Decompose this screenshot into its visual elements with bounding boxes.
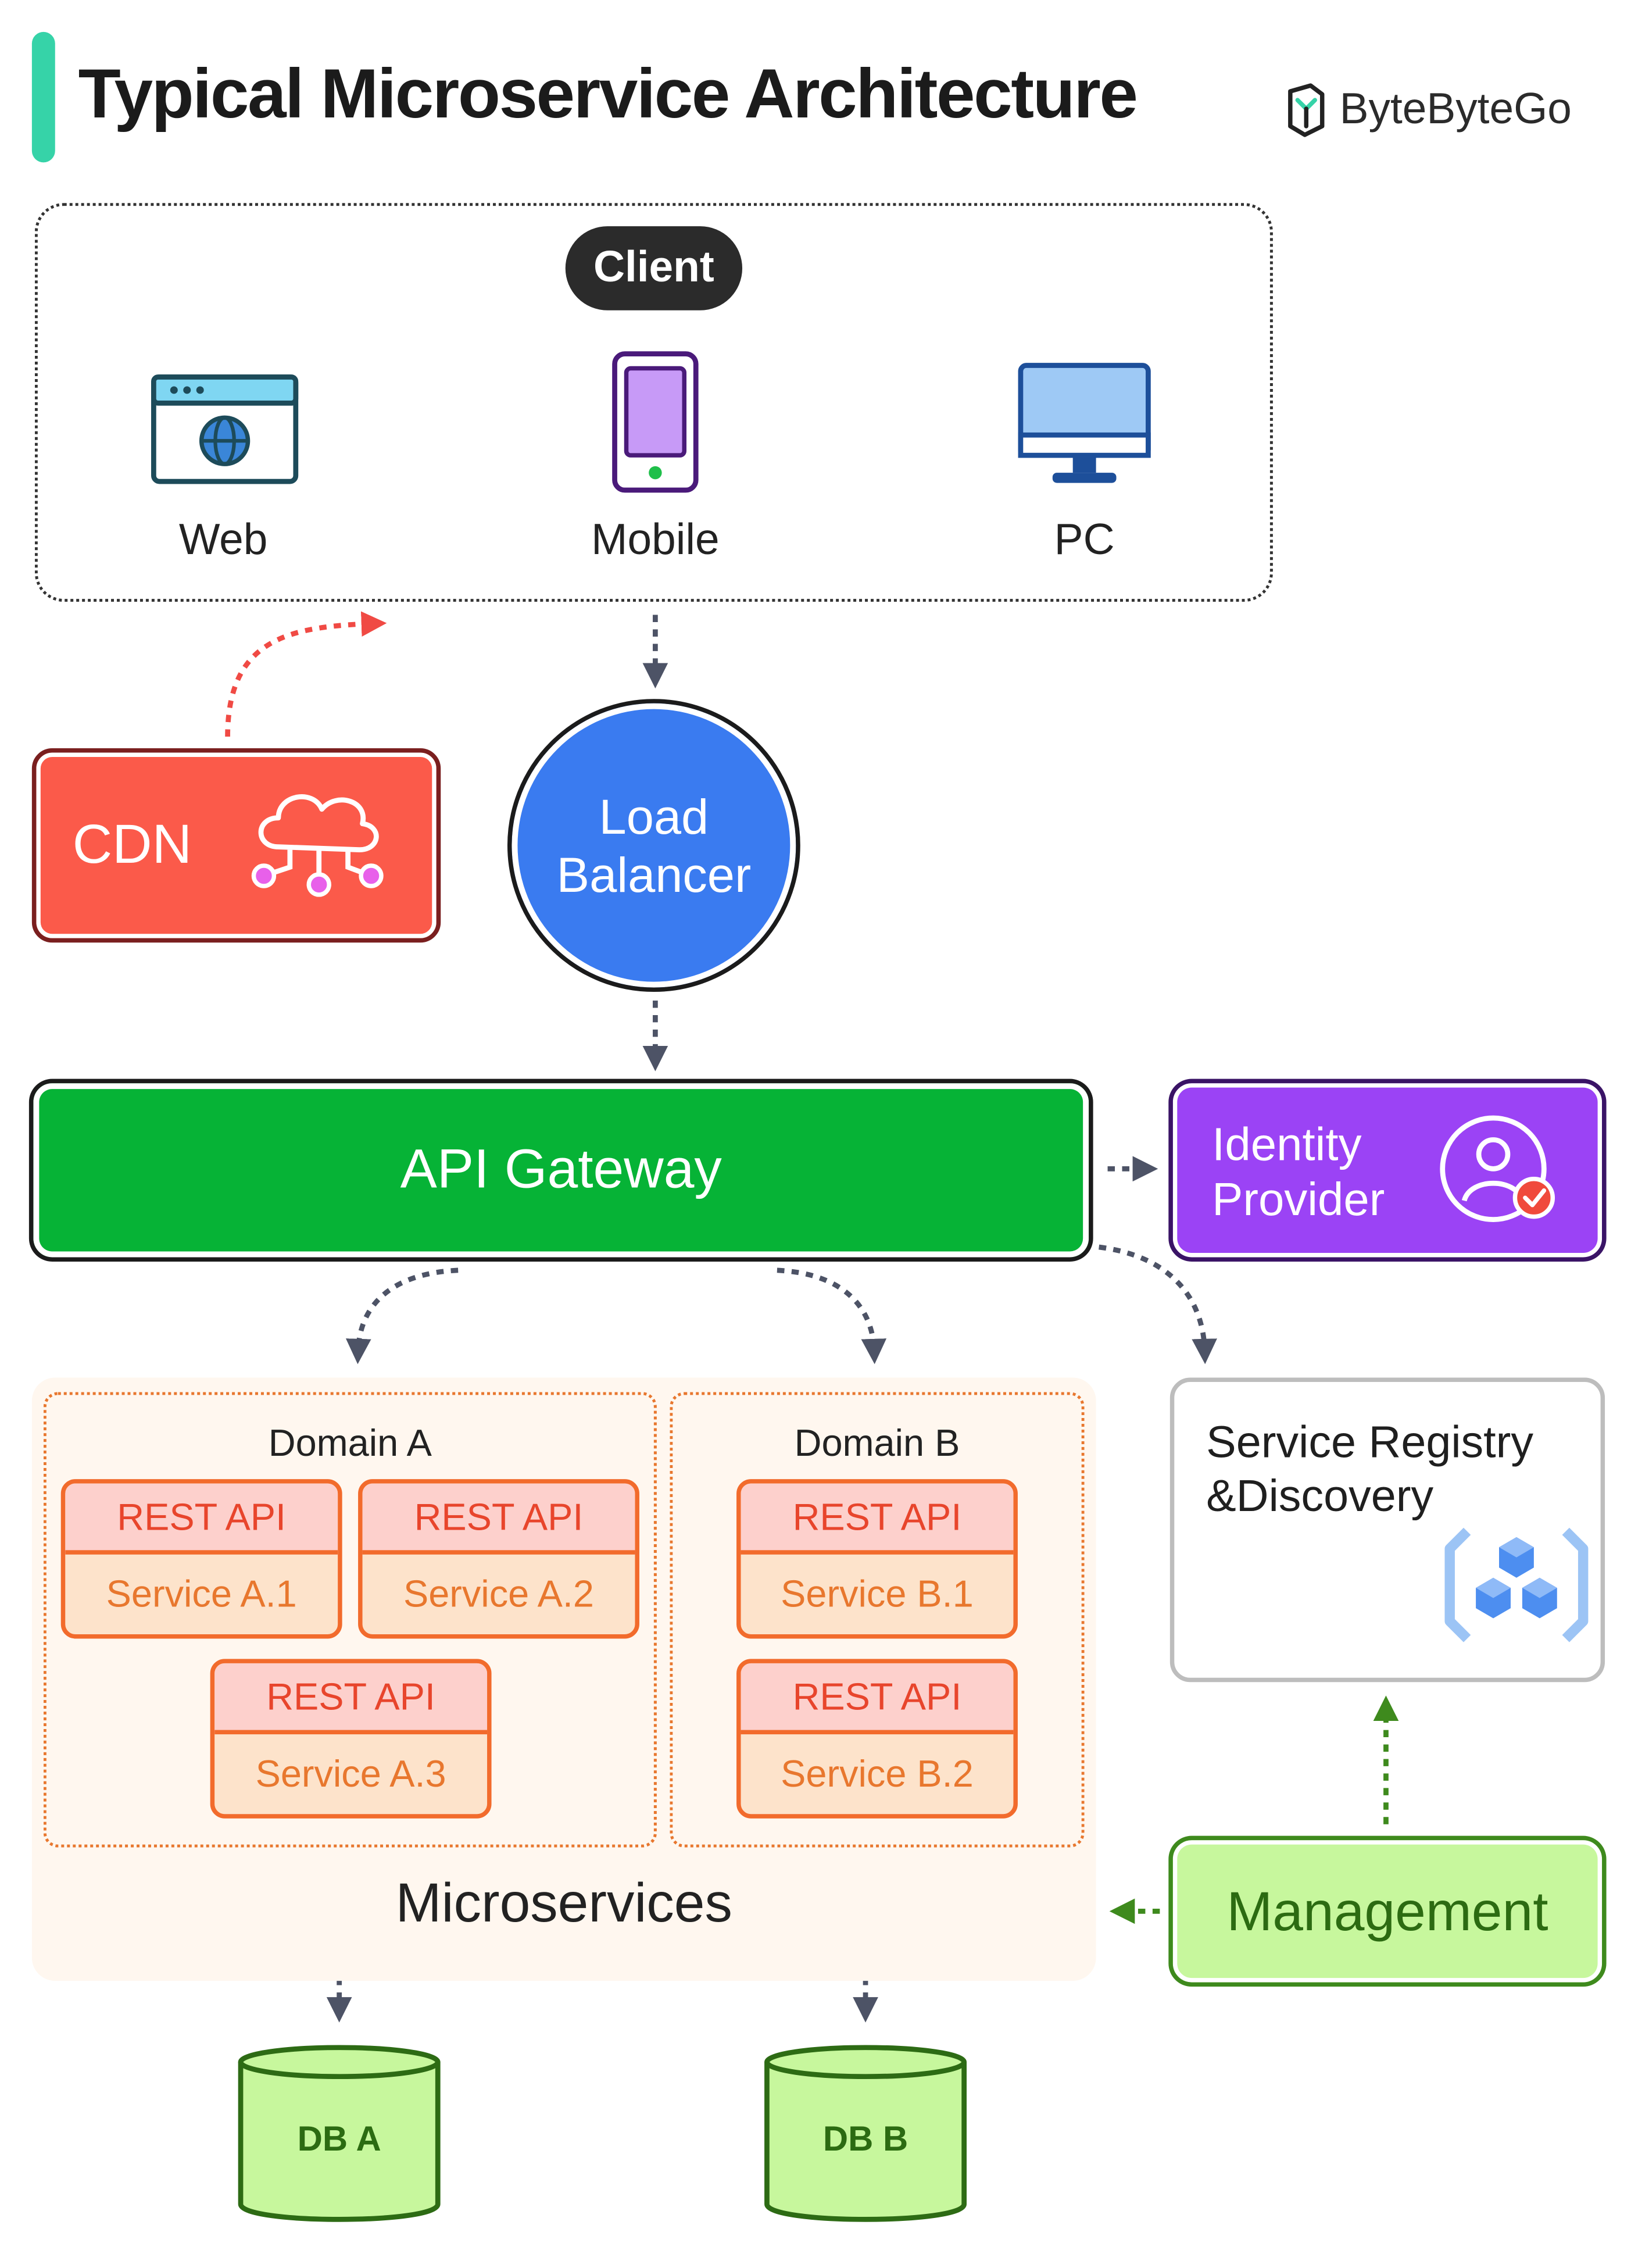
client-mobile-label: Mobile bbox=[591, 516, 720, 565]
client-web-label: Web bbox=[178, 516, 268, 565]
api-gateway-box bbox=[28, 1078, 1093, 1262]
bytebytego-logo-icon bbox=[1288, 83, 1325, 137]
arrow-gateway-to-registry bbox=[1099, 1244, 1217, 1365]
management-label: Management bbox=[1226, 1882, 1548, 1944]
domain-a-label: Domain A bbox=[268, 1421, 432, 1465]
domain-b-label: Domain B bbox=[794, 1421, 960, 1465]
db-b-label: DB B bbox=[822, 2120, 909, 2159]
service-card: REST API Service A.3 bbox=[210, 1659, 492, 1819]
client-pc-label: PC bbox=[1054, 516, 1115, 565]
client-pill: Client bbox=[565, 226, 743, 310]
cdn-label: CDN bbox=[72, 815, 192, 876]
service-api-label: REST API bbox=[741, 1663, 1014, 1735]
service-card: REST API Service B.1 bbox=[736, 1479, 1018, 1639]
user-check-icon bbox=[1440, 1115, 1555, 1222]
identity-provider-label: Identity Provider bbox=[1212, 1118, 1385, 1226]
browser-globe-icon bbox=[151, 374, 299, 484]
service-registry-label: Service Registry &Discovery bbox=[1206, 1416, 1534, 1521]
management-box bbox=[1168, 1835, 1607, 1987]
cloud-network-icon bbox=[251, 794, 384, 897]
service-api-label: REST API bbox=[741, 1483, 1014, 1555]
cubes-bracket-icon bbox=[1444, 1527, 1589, 1642]
api-gateway-label: API Gateway bbox=[400, 1140, 722, 1201]
arrow-cdn-to-client bbox=[225, 611, 387, 737]
service-card: REST API Service B.2 bbox=[736, 1659, 1018, 1819]
service-name: Service B.1 bbox=[781, 1571, 974, 1615]
identity-provider-box bbox=[1168, 1078, 1607, 1262]
service-name: Service B.2 bbox=[781, 1751, 974, 1795]
load-balancer-node bbox=[507, 699, 800, 992]
page-title: Typical Microservice Architecture bbox=[78, 56, 1138, 134]
title-accent-bar bbox=[31, 31, 55, 163]
service-api-label: REST API bbox=[214, 1663, 488, 1735]
load-balancer-label: Load Balancer bbox=[556, 790, 752, 903]
service-card: REST API Service A.2 bbox=[358, 1479, 639, 1639]
db-a-cylinder-icon bbox=[238, 2045, 441, 2222]
arrow-gateway-to-domain-a bbox=[345, 1267, 459, 1365]
brand-logo: ByteByteGo bbox=[1285, 81, 1572, 140]
domain-b-group bbox=[670, 1392, 1085, 1848]
service-name: Service A.2 bbox=[403, 1571, 594, 1615]
service-name: Service A.1 bbox=[106, 1571, 297, 1615]
service-api-label: REST API bbox=[65, 1483, 338, 1555]
service-name: Service A.3 bbox=[255, 1751, 446, 1795]
desktop-monitor-icon bbox=[1018, 363, 1151, 483]
arrow-gateway-to-domain-b bbox=[777, 1267, 887, 1365]
domain-a-group bbox=[43, 1392, 657, 1848]
service-api-label: REST API bbox=[362, 1483, 635, 1555]
db-a-label: DB A bbox=[297, 2120, 381, 2159]
smartphone-icon bbox=[612, 351, 699, 493]
microservices-label: Microservices bbox=[395, 1873, 732, 1935]
client-group bbox=[34, 203, 1273, 602]
service-card: REST API Service A.1 bbox=[60, 1479, 342, 1639]
service-registry-box bbox=[1169, 1377, 1605, 1683]
db-b-cylinder-icon bbox=[764, 2045, 967, 2222]
brand-name: ByteByteGo bbox=[1339, 85, 1572, 134]
